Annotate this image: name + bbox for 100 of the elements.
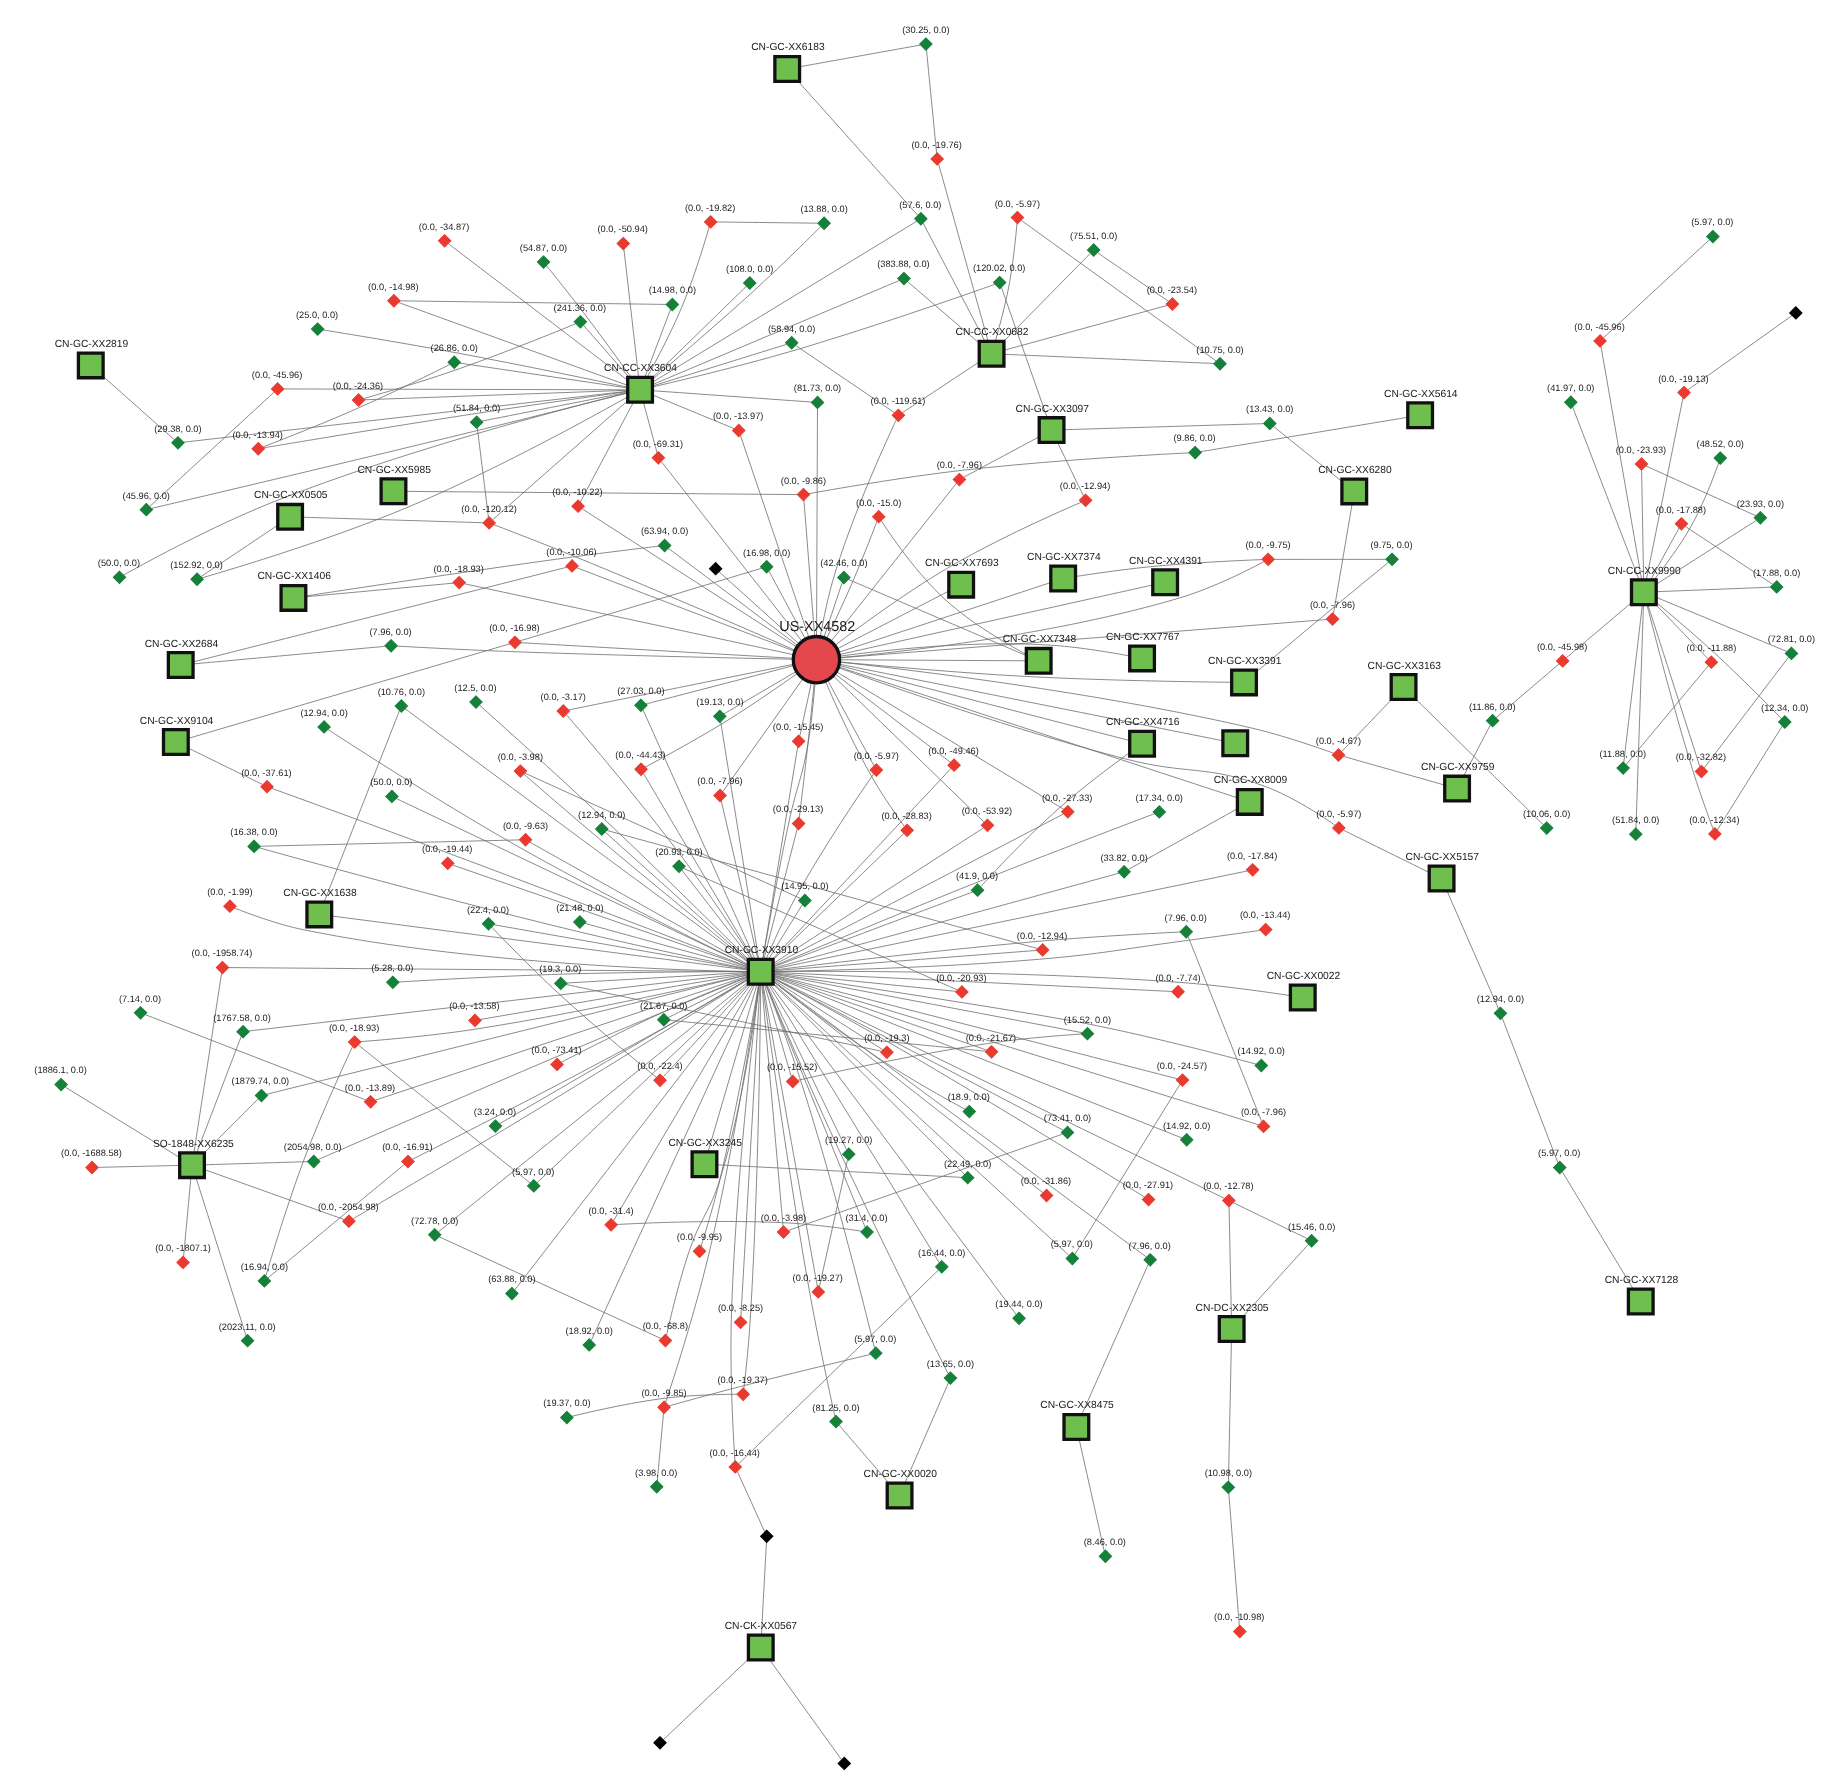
connector [699, 984, 758, 1247]
connector [359, 974, 748, 1043]
node-box [75, 351, 104, 380]
connector [580, 508, 797, 648]
node-diamond [362, 1094, 377, 1109]
connector [846, 579, 1026, 656]
connector [668, 1019, 986, 1052]
connector [831, 675, 984, 823]
node-diamond [1303, 1233, 1318, 1248]
connector [667, 1354, 870, 1407]
node-box [1625, 1287, 1654, 1316]
node-diamond [504, 1286, 518, 1301]
node-diamond [507, 635, 521, 650]
connector [559, 976, 748, 1063]
node-diamond [1673, 516, 1688, 531]
connector [838, 643, 1129, 657]
connector [993, 223, 1017, 342]
connector [643, 673, 797, 768]
node-diamond [564, 559, 578, 573]
connector [802, 500, 815, 637]
node-diamond [912, 211, 927, 226]
node-box [177, 1151, 205, 1180]
connector [257, 847, 748, 970]
connector [195, 1036, 241, 1153]
node-diamond [727, 1460, 742, 1474]
node-diamond [1492, 1006, 1507, 1021]
connector [258, 839, 519, 847]
node-diamond [253, 1088, 268, 1103]
connector [1462, 724, 1490, 777]
connector [833, 501, 1081, 646]
connector [194, 1177, 246, 1337]
connector [182, 1177, 191, 1258]
connector [564, 714, 752, 960]
node-diamond [517, 832, 532, 847]
node-diamond [170, 435, 184, 450]
connector [722, 671, 796, 715]
connector [771, 983, 964, 1175]
node-diamond [552, 976, 567, 991]
node-box [745, 1633, 774, 1662]
connector [771, 977, 1063, 1131]
connector [1645, 604, 1713, 830]
node-box [1150, 568, 1179, 597]
node-diamond [512, 764, 527, 778]
node-diamond [1170, 984, 1184, 999]
node-box [745, 957, 774, 986]
connector [771, 971, 1290, 996]
node-diamond [1330, 821, 1345, 835]
connector [182, 390, 627, 443]
connector [615, 1221, 862, 1232]
connector [356, 1044, 530, 1184]
node-diamond [132, 1005, 147, 1020]
node-diamond [836, 570, 850, 585]
node-diamond [53, 1077, 67, 1092]
node-diamond [384, 789, 398, 804]
node-diamond [951, 472, 966, 487]
connector [662, 983, 749, 1078]
node-diamond [1142, 1252, 1157, 1267]
node-box [1023, 646, 1052, 675]
connector [771, 973, 1082, 1033]
connector [651, 220, 917, 383]
node-diamond [656, 1400, 670, 1415]
node-box [689, 1150, 718, 1179]
connector [825, 520, 877, 640]
node-diamond [246, 839, 260, 854]
connector [1227, 1206, 1231, 1317]
node-box [1339, 477, 1368, 506]
node-diamond [350, 393, 365, 407]
connector [715, 221, 818, 224]
node-diamond [525, 1179, 540, 1193]
connector [143, 1014, 366, 1101]
node-diamond [1787, 306, 1802, 320]
node-diamond [879, 1045, 893, 1060]
node-diamond [426, 1227, 441, 1242]
node-diamond [468, 695, 482, 709]
node-diamond [836, 1756, 851, 1771]
node-diamond [867, 1346, 882, 1361]
connector [772, 833, 904, 960]
connector [772, 975, 1259, 1126]
node-box [378, 477, 407, 506]
connector [570, 1393, 737, 1417]
connector [762, 983, 791, 1077]
connector [768, 983, 1016, 1315]
node-diamond [1178, 1132, 1193, 1147]
connector [148, 391, 274, 508]
connector [772, 980, 1146, 1258]
connector [1602, 239, 1710, 339]
connector [836, 667, 1335, 826]
connector [480, 391, 627, 422]
connector [771, 981, 1043, 1194]
connector [879, 520, 1026, 655]
node-diamond [138, 502, 153, 517]
node-diamond [481, 516, 496, 530]
connector [1560, 1170, 1633, 1290]
node-diamond [758, 559, 773, 574]
connector [833, 673, 950, 763]
connector [200, 396, 627, 579]
connector [513, 983, 751, 1291]
connector [719, 721, 759, 960]
connector [326, 729, 748, 967]
connector [187, 747, 263, 785]
